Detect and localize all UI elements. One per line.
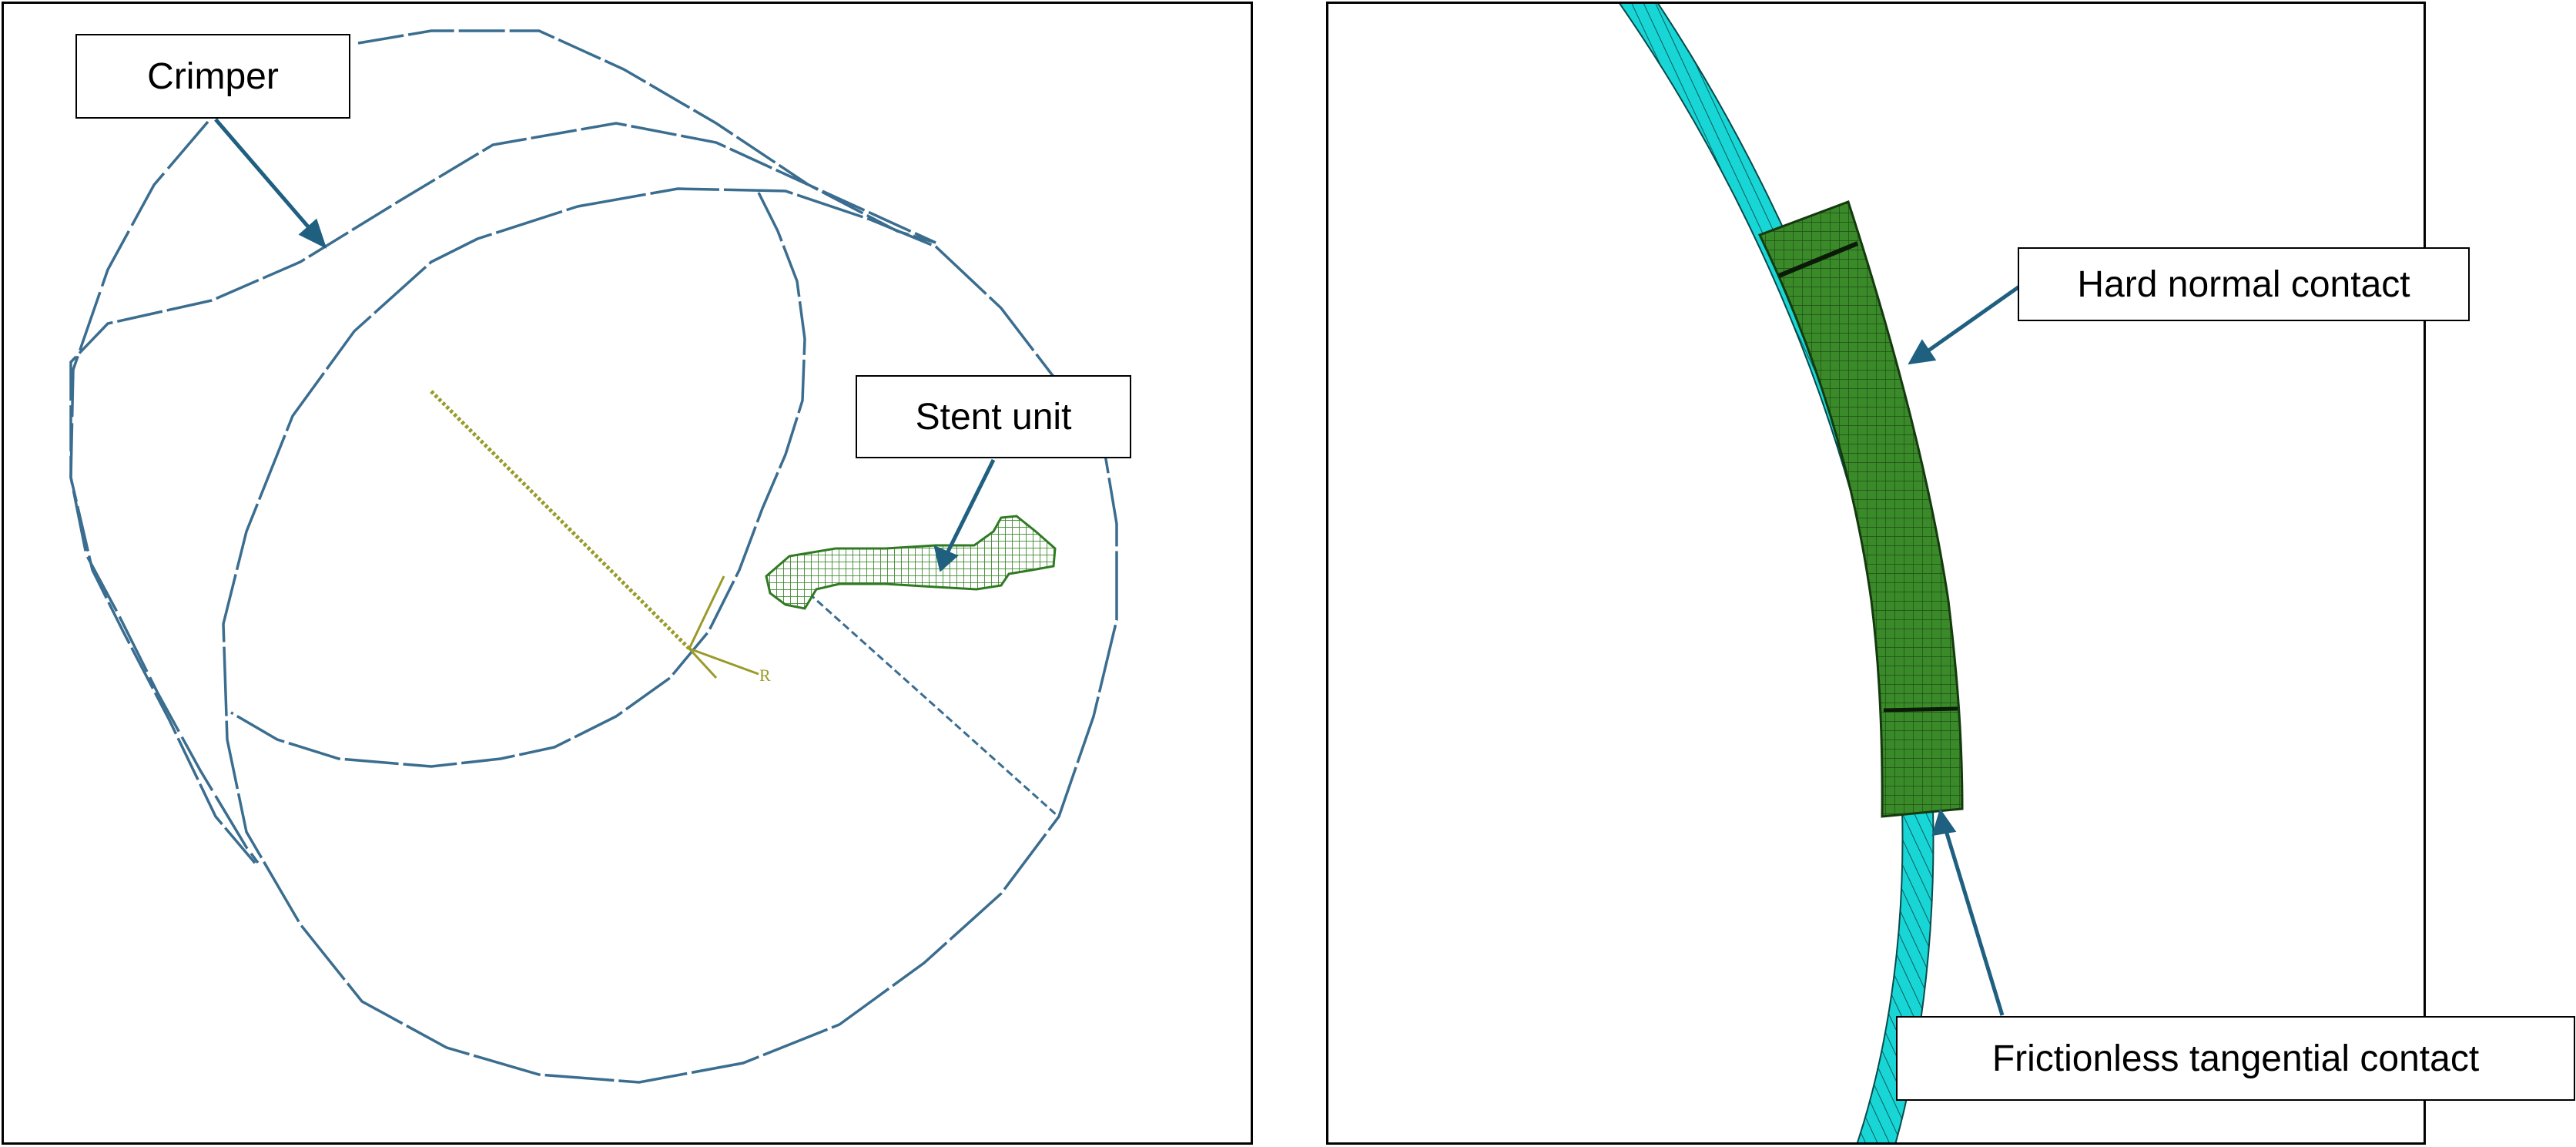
stent-unit-mesh [765,515,1057,610]
hard-normal-contact-label: Hard normal contact [2018,247,2470,321]
coordinate-triad [688,575,759,679]
left-callout-arrows [214,118,996,572]
crimper-outer-left [69,120,260,864]
mesh-seam-top [1777,241,1859,278]
crimper-label: Crimper [75,34,350,119]
stent-unit-label: Stent unit [856,375,1131,458]
axis-line [430,390,691,650]
crimper-radial-line [808,592,1057,817]
frictionless-tangential-contact-label: Frictionless tangential contact [1896,1016,2575,1101]
stent-contact-mesh [1757,200,1964,818]
axis-letter-r: R [759,666,771,685]
right-callout-arrows [1908,284,2021,1016]
crimper-overview-panel [2,2,1253,1145]
mesh-seam-bottom [1883,706,1958,713]
crimper-inner-arc [230,192,806,768]
crimper-outer-outline [69,29,936,868]
crimper-main-ring [222,187,1118,1084]
